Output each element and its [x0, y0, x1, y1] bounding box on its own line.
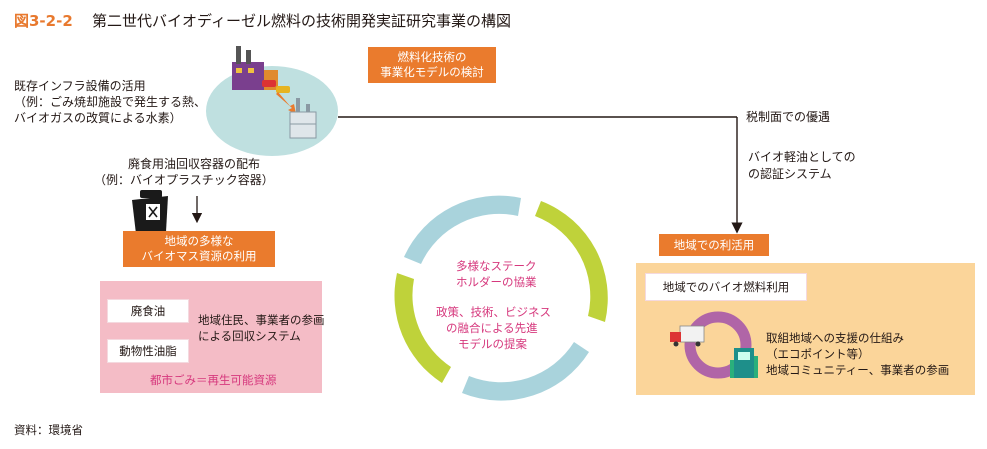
resource-panel	[100, 281, 322, 393]
collection-desc-line2: による回収システム	[198, 329, 301, 343]
truck-icon	[670, 325, 705, 347]
cert-line1: バイオ軽油としての	[748, 150, 856, 164]
local-use-header: 地域での利活用	[659, 234, 769, 256]
waste-container-icon	[132, 190, 168, 234]
container-line1: 廃食用油回収容器の配布	[128, 157, 261, 171]
biomass-header-line1: 地域の多様な	[164, 234, 234, 248]
infra-line2: （例：ごみ焼却施設で発生する熱、	[14, 95, 207, 109]
cycle-line5: モデルの提案	[458, 337, 527, 351]
collaboration-cycle	[394, 195, 608, 401]
process-arrow-icon	[276, 92, 296, 114]
cycle-line3: 政策、技術、ビジネス	[436, 305, 551, 319]
source-note: 資料：環境省	[14, 423, 83, 437]
cars-icon	[262, 80, 290, 93]
local-biofuel-box: 地域でのバイオ燃料利用	[646, 274, 806, 300]
collection-desc-line1: 地域住民、事業者の参画	[198, 313, 325, 327]
plant-icon	[289, 98, 317, 139]
support-line2: （エコポイント等）	[766, 347, 870, 361]
cycle-line4: の融合による先進	[446, 321, 538, 335]
cert-line2: の認証システム	[748, 167, 832, 181]
container-line2: （例：バイオプラスチック容器）	[94, 173, 274, 187]
support-line3: 地域コミュニティー、事業者の参画	[766, 363, 950, 377]
infra-line1: 既存インフラ設備の活用	[14, 79, 146, 93]
animal-fat-item: 動物性油脂	[108, 340, 188, 362]
infra-line3: バイオガスの改質による水素）	[14, 111, 182, 125]
factory-icon	[232, 46, 278, 90]
cycle-line1: 多様なステーク	[456, 259, 537, 273]
commercial-line2: 事業化モデルの検討	[380, 65, 484, 79]
commercial-line1: 燃料化技術の	[397, 50, 467, 64]
biomass-header-line2: バイオマス資源の利用	[141, 249, 257, 263]
cycle-line2: ホルダーの協業	[456, 275, 537, 289]
commercialization-box: 燃料化技術の 事業化モデルの検討	[368, 47, 496, 83]
biomass-header-box: 地域の多様な バイオマス資源の利用	[123, 231, 275, 267]
waste-oil-item: 廃食油	[108, 300, 188, 322]
figure-label: 図3-2-2	[14, 12, 73, 30]
urban-waste-footer: 都市ごみ＝再生可能資源	[150, 373, 277, 387]
figure-title: 第二世代バイオディーゼル燃料の技術開発実証研究事業の構図	[92, 12, 511, 30]
support-ring	[684, 311, 752, 379]
support-line1: 取組地域への支援の仕組み	[766, 331, 904, 345]
bus-icon	[730, 348, 758, 378]
tax-incentive-text: 税制面での優遇	[746, 110, 831, 124]
